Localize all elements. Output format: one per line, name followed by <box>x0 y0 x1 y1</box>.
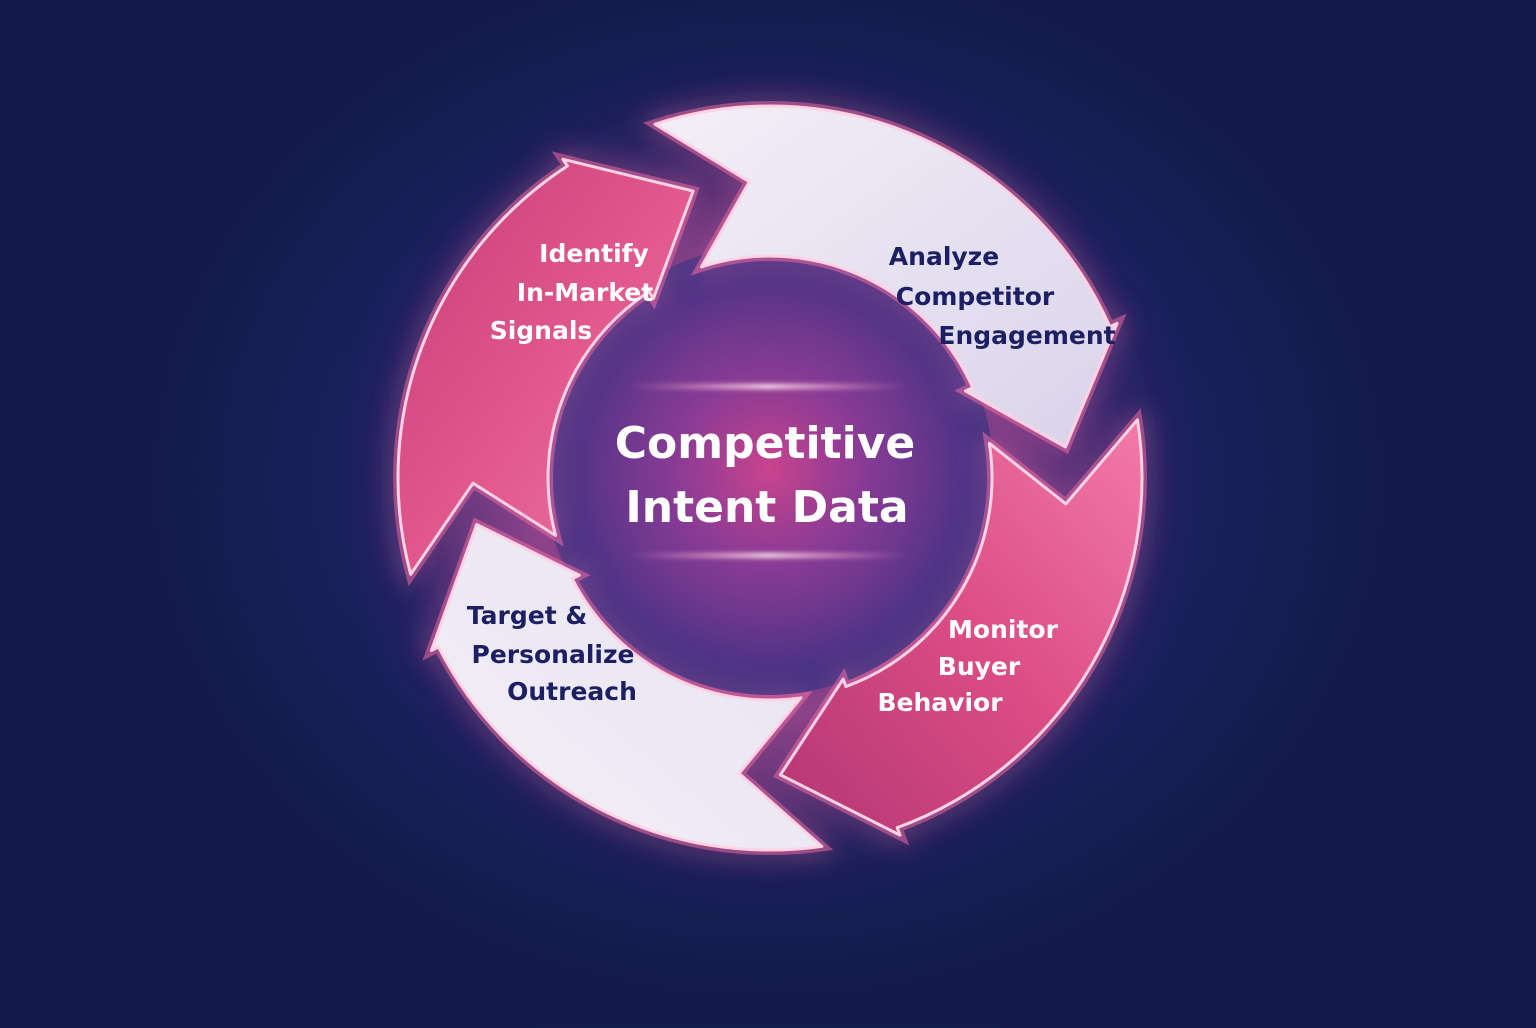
step2-line1: Analyze <box>889 242 999 271</box>
step1-line3: Signals <box>490 316 593 345</box>
segment-analyze <box>653 104 1119 449</box>
step-label-target: Target & Personalize Outreach <box>467 601 637 706</box>
step1-line2: In-Market <box>517 278 653 307</box>
center-glow-line-bottom <box>628 553 908 558</box>
step1-line1: Identify <box>539 239 649 268</box>
center-glow-line-top <box>628 384 908 389</box>
segment-monitor <box>778 418 1144 837</box>
step-label-monitor: Monitor Buyer Behavior <box>877 615 1058 717</box>
step-label-identify: Identify In-Market Signals <box>490 239 654 345</box>
step-label-analyze: Analyze Competitor Engagement <box>889 242 1116 350</box>
step3-line3: Behavior <box>877 688 1003 717</box>
step4-line2: Personalize <box>472 640 635 669</box>
step4-line3: Outreach <box>507 677 637 706</box>
step2-line3: Engagement <box>938 321 1115 350</box>
cycle-segments <box>393 101 1147 856</box>
step3-line2: Buyer <box>938 652 1021 681</box>
center-title-line2: Intent Data <box>625 482 908 533</box>
step4-line1: Target & <box>467 601 587 630</box>
center-title-line1: Competitive <box>615 418 915 469</box>
segment-target <box>429 523 824 852</box>
step2-line2: Competitor <box>896 282 1055 311</box>
segment-identify <box>396 157 695 576</box>
center-disc <box>543 245 993 695</box>
step3-line1: Monitor <box>948 615 1059 644</box>
